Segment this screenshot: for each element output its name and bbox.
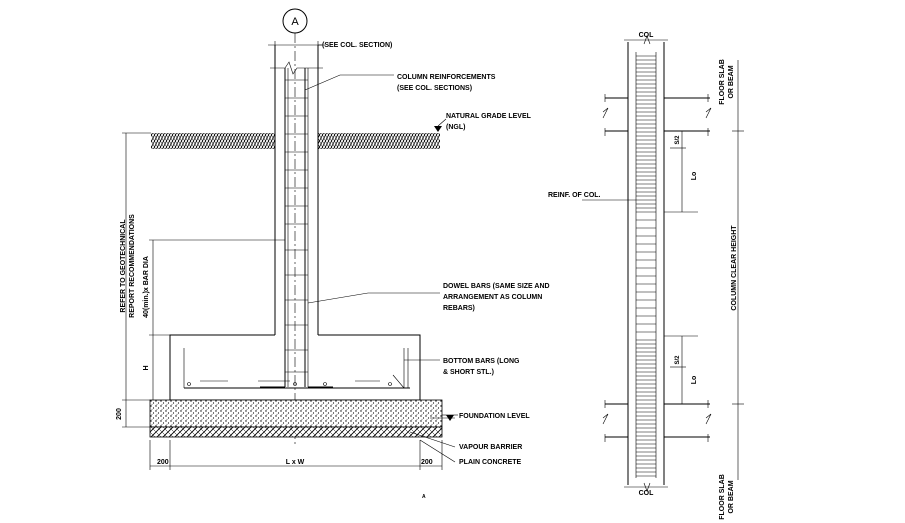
ngl-marker [434,126,442,132]
section-marker: A [282,8,308,445]
lo-bottom-label: Lo [691,376,698,385]
plain-concrete-layer [149,399,443,428]
ngl-label: NATURAL GRADE LEVEL [446,113,532,120]
lo-top-label: Lo [691,172,698,181]
ground-hatch-right [318,133,440,149]
s2-top-label: S/2 [675,135,681,145]
floor-slab-top-sub: OR BEAM [728,65,735,98]
floor-slab-bottom-label: FLOOR SLAB [719,474,726,520]
h-label: H [143,365,150,370]
bottom-bars-sub: & SHORT STL.) [443,369,494,376]
ground-hatch-left [151,133,275,149]
floor-slab-top-label: FLOOR SLAB [719,59,726,105]
plain-concrete-label: PLAIN CONCRETE [459,459,522,466]
small-mark: A [422,494,426,500]
dowel-bars-sub1: ARRANGEMENT AS COLUMN [443,294,542,301]
column-reinforcements-label: COLUMN REINFORCEMENTS [397,74,496,81]
ngl-sub: (NGL) [446,124,465,131]
geotech-label: REFER TO GEOTECHNICAL [120,219,127,313]
column-stem [270,45,323,387]
col-bottom-label: COL [639,490,655,497]
col-top-label: COL [639,32,655,39]
column-elevation: COL COL FLOOR SLAB OR BEAM FLOOR SLAB OR… [548,32,744,520]
see-col-section-label: (SEE COL. SECTION) [322,42,392,49]
section-marker-label: A [291,16,299,28]
vapour-barrier-label: VAPOUR BARRIER [459,444,522,451]
dim-200-left: 200 [157,459,169,466]
vapour-barrier-layer [149,426,443,438]
geotech-sub: REPORT RECOMMENDATIONS [129,214,136,318]
dim-lxw: L x W [286,459,305,466]
reinf-of-col-label: REINF. OF COL. [548,192,601,199]
footing-detail: A [116,8,550,500]
dim-200-vertical: 200 [116,408,123,420]
bottom-bars-label: BOTTOM BARS (LONG [443,358,520,365]
floor-slab-bottom-sub: OR BEAM [728,480,735,513]
s2-bottom-label: S/2 [675,355,681,365]
foundation-level-label: FOUNDATION LEVEL [459,413,530,420]
column-clear-height-label: COLUMN CLEAR HEIGHT [731,225,738,311]
column-reinforcements-sub: (SEE COL. SECTIONS) [397,85,472,92]
dowel-bars-label: DOWEL BARS (SAME SIZE AND [443,283,550,290]
column-ties [636,55,656,477]
dowel-bars-sub2: REBARS) [443,305,475,312]
dim-200-right: 200 [421,459,433,466]
lap-length-label: 40(min.)x BAR DIA [143,256,150,318]
